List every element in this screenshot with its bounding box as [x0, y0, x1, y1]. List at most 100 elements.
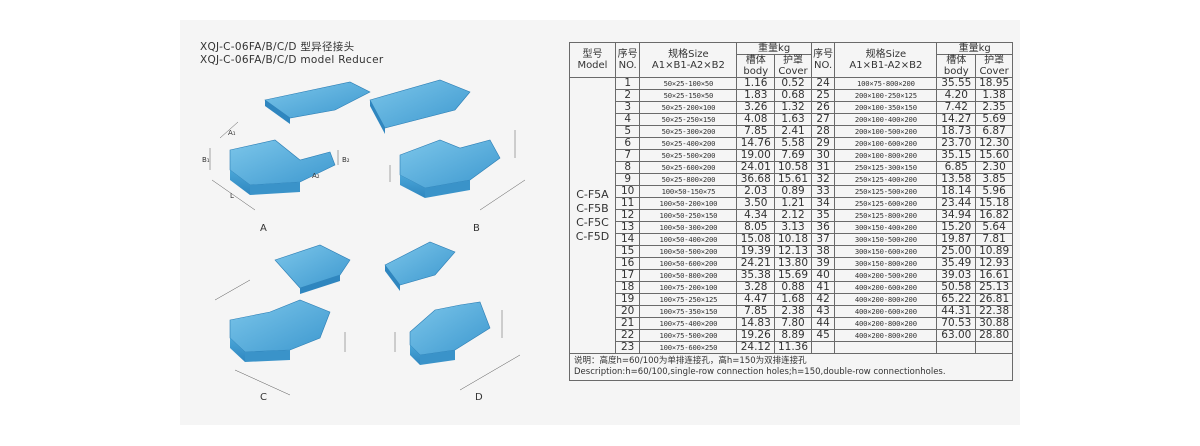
row-cover-weight-right: 1.38 [975, 89, 1013, 102]
row-no-right: 33 [810, 185, 836, 198]
figure-b-reducer [369, 79, 526, 211]
row-cover-weight: 2.12 [774, 209, 812, 222]
row-cover-weight: 8.89 [774, 329, 812, 342]
row-cover-weight-right: 10.89 [975, 245, 1013, 258]
row-size-right: 400×200-800×200 [834, 329, 938, 342]
row-body-weight-right: 34.94 [936, 209, 977, 222]
row-cover-weight: 1.32 [774, 101, 812, 114]
row-no-right: 43 [810, 305, 836, 318]
row-cover-weight-right: 6.87 [975, 125, 1013, 138]
row-body-weight-right: 63.00 [936, 329, 977, 342]
row-no: 15 [614, 245, 641, 258]
row-no: 11 [614, 197, 641, 210]
row-size: 50×25-100×50 [639, 77, 738, 90]
row-size-right: 200×100-400×200 [834, 113, 938, 126]
row-cover-weight: 1.68 [774, 293, 812, 306]
row-size-right: 300×150-400×200 [834, 221, 938, 234]
row-cover-weight-right: 3.85 [975, 173, 1013, 186]
row-body-weight-right: 23.44 [936, 197, 977, 210]
row-size-right: 300×150-500×200 [834, 233, 938, 246]
header-weight-right: 重量kg [936, 42, 1013, 55]
dim-label-b1: B₁ [202, 156, 210, 164]
row-no: 17 [614, 269, 641, 282]
row-body-weight: 3.26 [736, 101, 776, 114]
model-name: C-F5D [575, 229, 610, 243]
row-no: 19 [614, 293, 641, 306]
row-body-weight-right: 15.20 [936, 221, 977, 234]
row-size: 100×50-500×200 [639, 245, 738, 258]
row-no-right: 34 [810, 197, 836, 210]
row-cover-weight: 12.13 [774, 245, 812, 258]
row-body-weight: 7.85 [736, 305, 776, 318]
row-cover-weight-right: 16.82 [975, 209, 1013, 222]
row-size: 100×50-800×200 [639, 269, 738, 282]
row-no: 10 [614, 185, 641, 198]
row-cover-weight: 0.52 [774, 77, 812, 90]
row-no-right: 32 [810, 173, 836, 186]
row-no: 21 [614, 317, 641, 330]
row-size-right: 200×100-600×200 [834, 137, 938, 150]
row-cover-weight-right: 2.30 [975, 161, 1013, 174]
row-size: 100×50-600×200 [639, 257, 738, 270]
row-cover-weight: 2.38 [774, 305, 812, 318]
dim-label-l: L [230, 192, 234, 200]
row-size-right: 250×125-500×200 [834, 185, 938, 198]
row-cover-weight: 7.80 [774, 317, 812, 330]
row-size: 100×75-500×200 [639, 329, 738, 342]
row-size-right: 200×100-800×200 [834, 149, 938, 162]
row-body-weight-right: 35.15 [936, 149, 977, 162]
row-cover-weight-right: 12.93 [975, 257, 1013, 270]
figure-label-a: A [260, 223, 267, 234]
row-cover-weight-right: 5.69 [975, 113, 1013, 126]
row-no: 8 [614, 161, 641, 174]
row-body-weight: 3.28 [736, 281, 776, 294]
figure-a-reducer [209, 81, 371, 211]
row-no-right: 37 [810, 233, 836, 246]
row-size-right: 300×150-600×200 [834, 245, 938, 258]
row-cover-weight: 0.88 [774, 281, 812, 294]
row-no-right: 40 [810, 269, 836, 282]
row-body-weight-right: 35.55 [936, 77, 977, 90]
row-body-weight: 19.00 [736, 149, 776, 162]
row-cover-weight-right [975, 341, 1013, 354]
row-body-weight: 14.76 [736, 137, 776, 150]
row-size-right: 400×200-600×200 [834, 305, 938, 318]
row-size: 50×25-400×200 [639, 137, 738, 150]
row-no: 13 [614, 221, 641, 234]
row-size: 50×25-150×50 [639, 89, 738, 102]
row-body-weight-right: 19.87 [936, 233, 977, 246]
row-size-right: 400×200-600×200 [834, 281, 938, 294]
row-no-right: 41 [810, 281, 836, 294]
row-size: 100×50-400×200 [639, 233, 738, 246]
row-body-weight: 19.39 [736, 245, 776, 258]
row-no: 18 [614, 281, 641, 294]
row-no: 7 [614, 149, 641, 162]
row-no-right: 38 [810, 245, 836, 258]
dim-label-a1: A₁ [228, 129, 236, 137]
row-body-weight: 7.85 [736, 125, 776, 138]
row-no-right: 44 [810, 317, 836, 330]
row-body-weight: 36.68 [736, 173, 776, 186]
row-body-weight-right: 7.42 [936, 101, 977, 114]
row-size: 100×50-250×150 [639, 209, 738, 222]
row-body-weight: 1.83 [736, 89, 776, 102]
row-cover-weight-right: 25.13 [975, 281, 1013, 294]
row-size-right: 200×100-350×150 [834, 101, 938, 114]
table-footer: 说明：高度h=60/100为单排连接孔，高h=150为双排连接孔 Descrip… [569, 353, 1013, 381]
